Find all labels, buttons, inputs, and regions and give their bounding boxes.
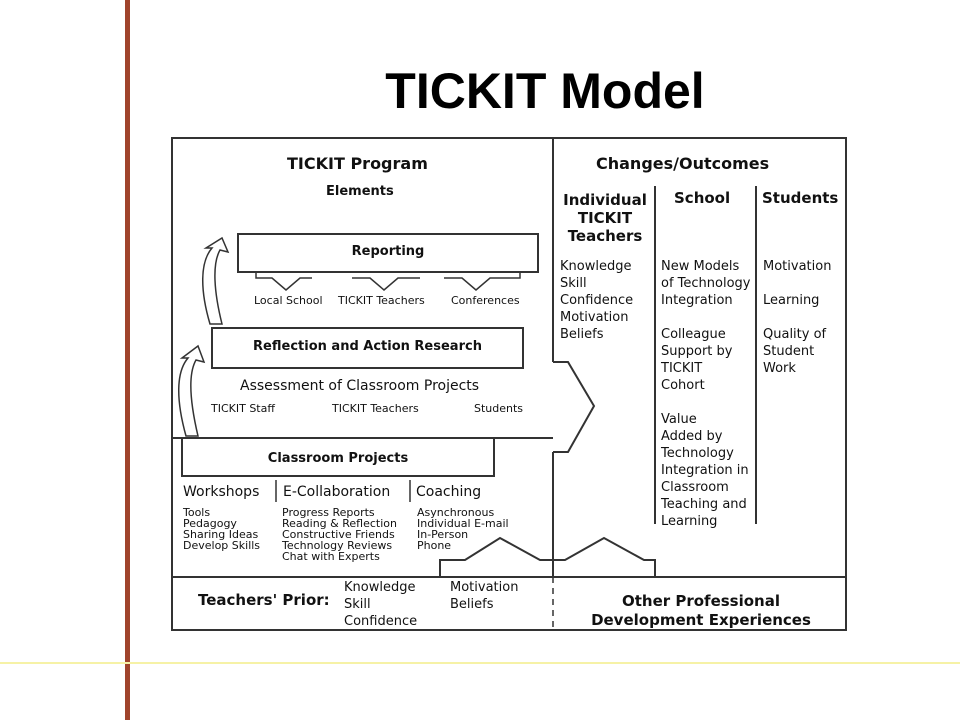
reporting-box (237, 233, 539, 273)
school-outcome: Cohort (661, 378, 705, 393)
school-outcome: Teaching and (661, 497, 747, 512)
reporting-arrow-3 (444, 272, 521, 291)
ecollab-item: Progress Reports (282, 506, 375, 519)
school-outcome: Added by (661, 429, 723, 444)
participant-teachers: TICKIT Teachers (332, 402, 419, 415)
teachers-header: Individual TICKIT Teachers (556, 191, 654, 245)
spacer (763, 309, 831, 326)
prior-item: Confidence (344, 614, 418, 629)
school-outcomes: New Models of Technology Integration Col… (661, 258, 750, 530)
coaching-item: Individual E-mail (417, 517, 509, 530)
up-arrow-right (553, 536, 656, 577)
prior-item: Motivation (450, 580, 519, 595)
school-outcome: Learning (661, 514, 718, 529)
coaching-item: Phone (417, 539, 452, 552)
up-arrow-left (439, 536, 553, 577)
participant-students: Students (474, 402, 524, 415)
students-outcome: Student (763, 344, 815, 359)
workshops-item: Sharing Ideas (183, 528, 259, 541)
school-outcome: Colleague (661, 327, 726, 342)
workshops-title: Workshops (183, 484, 260, 500)
prior-item: Knowledge (344, 580, 416, 595)
ecollab-list: Progress Reports Reading & Reflection Co… (282, 507, 397, 562)
teachers-header-line: TICKIT (577, 209, 633, 227)
school-outcome: Classroom (661, 480, 729, 495)
school-outcome: New Models (661, 259, 740, 274)
prior-item: Beliefs (450, 597, 494, 612)
spacer (661, 309, 750, 326)
teachers-outcome: Motivation (560, 310, 629, 325)
prior-col-2: Motivation Beliefs (450, 579, 518, 613)
ecollab-item: Constructive Friends (282, 528, 395, 541)
school-outcome: of Technology (661, 276, 751, 291)
teachers-header-line: Individual (563, 191, 647, 209)
curved-arrow-reporting (202, 236, 230, 325)
footer-rule (0, 662, 960, 664)
reporting-title: Reporting (351, 244, 425, 259)
other-line-2: Development Experiences (591, 611, 811, 629)
reporting-arrow-2 (352, 277, 420, 291)
workshops-item: Pedagogy (183, 517, 237, 530)
program-title: TICKIT Program (287, 154, 428, 173)
school-outcome: Support by (661, 344, 733, 359)
teachers-header-line: Teachers (567, 227, 643, 245)
students-outcome: Learning (763, 293, 820, 308)
students-outcomes: Motivation Learning Quality of Student W… (763, 258, 831, 377)
participant-staff: TICKIT Staff (211, 402, 275, 415)
coaching-title: Coaching (416, 484, 482, 500)
students-outcome: Quality of (763, 327, 827, 342)
ecollab-title: E-Collaboration (283, 484, 391, 500)
workshops-list: Tools Pedagogy Sharing Ideas Develop Ski… (183, 507, 260, 551)
reporting-target-teachers: TICKIT Teachers (338, 294, 425, 307)
prior-col-1: Knowledge Skill Confidence (344, 579, 417, 630)
classroom-title: Classroom Projects (267, 451, 409, 466)
prior-label: Teachers' Prior: (198, 591, 330, 609)
coaching-list: Asynchronous Individual E-mail In-Person… (417, 507, 509, 551)
teachers-outcome: Skill (560, 276, 587, 291)
other-line-1: Other Professional (621, 592, 781, 610)
teachers-outcome: Confidence (560, 293, 634, 308)
workshops-item: Develop Skills (183, 539, 261, 552)
school-header: School (674, 189, 731, 207)
coaching-item: Asynchronous (417, 506, 495, 519)
ecollab-item: Chat with Experts (282, 550, 380, 563)
students-header: Students (762, 189, 839, 207)
teachers-outcomes: Knowledge Skill Confidence Motivation Be… (560, 258, 633, 343)
spacer (763, 275, 831, 292)
slide-title: TICKIT Model (385, 63, 705, 119)
workshops-item: Tools (183, 506, 211, 519)
outcomes-title: Changes/Outcomes (596, 154, 770, 173)
curved-arrow-reflection (178, 344, 206, 437)
diagram-frame (171, 137, 847, 631)
coaching-item: In-Person (417, 528, 469, 541)
other-experiences: Other Professional Development Experienc… (556, 592, 846, 630)
spacer (661, 394, 750, 411)
school-outcome: Integration in (661, 463, 749, 478)
left-accent-bar (125, 0, 130, 720)
ecollab-item: Technology Reviews (282, 539, 393, 552)
students-outcome: Work (763, 361, 796, 376)
assessment-label: Assessment of Classroom Projects (240, 378, 480, 394)
reporting-target-conferences: Conferences (451, 294, 520, 307)
ecollab-item: Reading & Reflection (282, 517, 397, 530)
school-outcome: Integration (661, 293, 733, 308)
students-outcome: Motivation (763, 259, 832, 274)
classroom-box (181, 437, 495, 477)
school-outcome: Value (661, 412, 697, 427)
teachers-outcome: Knowledge (560, 259, 632, 274)
teachers-outcome: Beliefs (560, 327, 604, 342)
reflection-box (211, 327, 524, 369)
reflection-title: Reflection and Action Research (253, 339, 482, 354)
prior-item: Skill (344, 597, 371, 612)
reporting-target-school: Local School (254, 294, 323, 307)
school-outcome: TICKIT (661, 361, 703, 376)
program-subtitle: Elements (326, 184, 394, 199)
reporting-arrow-1 (255, 272, 312, 291)
school-outcome: Technology (661, 446, 734, 461)
